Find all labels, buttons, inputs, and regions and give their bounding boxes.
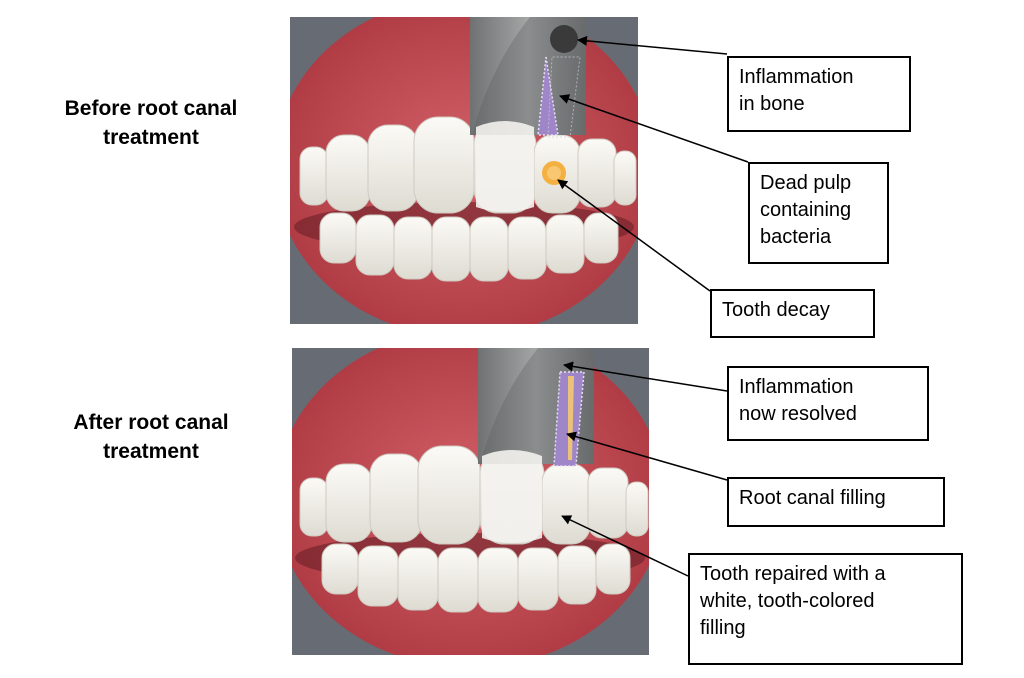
callout-tooth-decay: Tooth decay: [710, 289, 875, 338]
callout-inflammation-resolved: Inflammation now resolved: [727, 366, 929, 441]
callout-tooth-repaired: Tooth repaired with a white, tooth-color…: [688, 553, 963, 665]
before-teeth-illustration: [290, 17, 638, 324]
callout-dead-pulp: Dead pulp containing bacteria: [748, 162, 889, 264]
callout-inflammation-in-bone: Inflammation in bone: [727, 56, 911, 132]
after-teeth-illustration: [292, 348, 649, 655]
after-photo: [292, 348, 649, 655]
before-label: Before root canal treatment: [64, 97, 238, 149]
before-photo: [290, 17, 638, 324]
callout-root-canal-filling: Root canal filling: [727, 477, 945, 527]
after-label: After root canal treatment: [73, 411, 229, 463]
